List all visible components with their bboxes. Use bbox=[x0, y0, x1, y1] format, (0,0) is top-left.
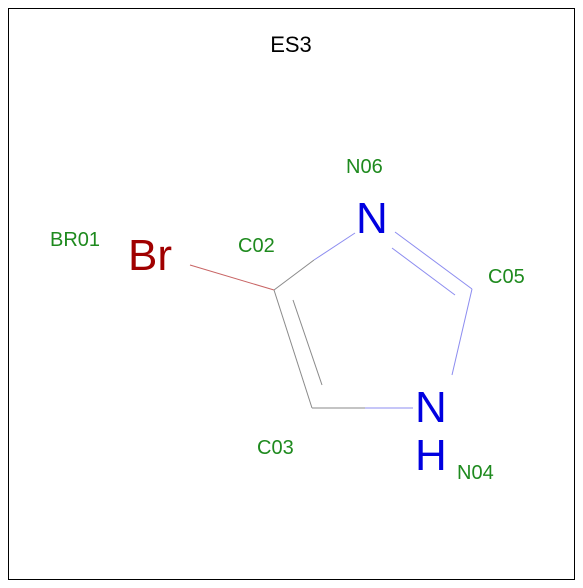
bond-n06-c05-a bbox=[394, 231, 473, 290]
bond-c05-n04 bbox=[451, 288, 473, 376]
bromine-symbol: Br bbox=[128, 231, 172, 280]
bond-c03-c02-a bbox=[273, 289, 313, 409]
diagram-frame bbox=[8, 8, 575, 580]
nitrogen-symbol-n06: N bbox=[356, 194, 388, 243]
hydrogen-symbol-n04: H bbox=[415, 431, 447, 480]
atom-label-c02: C02 bbox=[238, 235, 275, 257]
bond-c02-n06-b bbox=[313, 232, 356, 261]
molecule-title: ES3 bbox=[270, 32, 312, 57]
bond-c02-n06-a bbox=[273, 259, 315, 291]
bonds bbox=[189, 231, 473, 409]
atom-label-n06: N06 bbox=[346, 156, 383, 178]
bond-c03-c02-b bbox=[292, 299, 323, 386]
bond-n06-c05-b bbox=[391, 247, 456, 296]
atom-label-c03: C03 bbox=[257, 437, 294, 459]
atom-label-n04: N04 bbox=[457, 462, 494, 484]
atom-label-br01: BR01 bbox=[50, 229, 100, 251]
bond-br01-c02 bbox=[189, 264, 275, 291]
atom-label-c05: C05 bbox=[488, 266, 525, 288]
nitrogen-symbol-n04: N bbox=[415, 383, 447, 432]
